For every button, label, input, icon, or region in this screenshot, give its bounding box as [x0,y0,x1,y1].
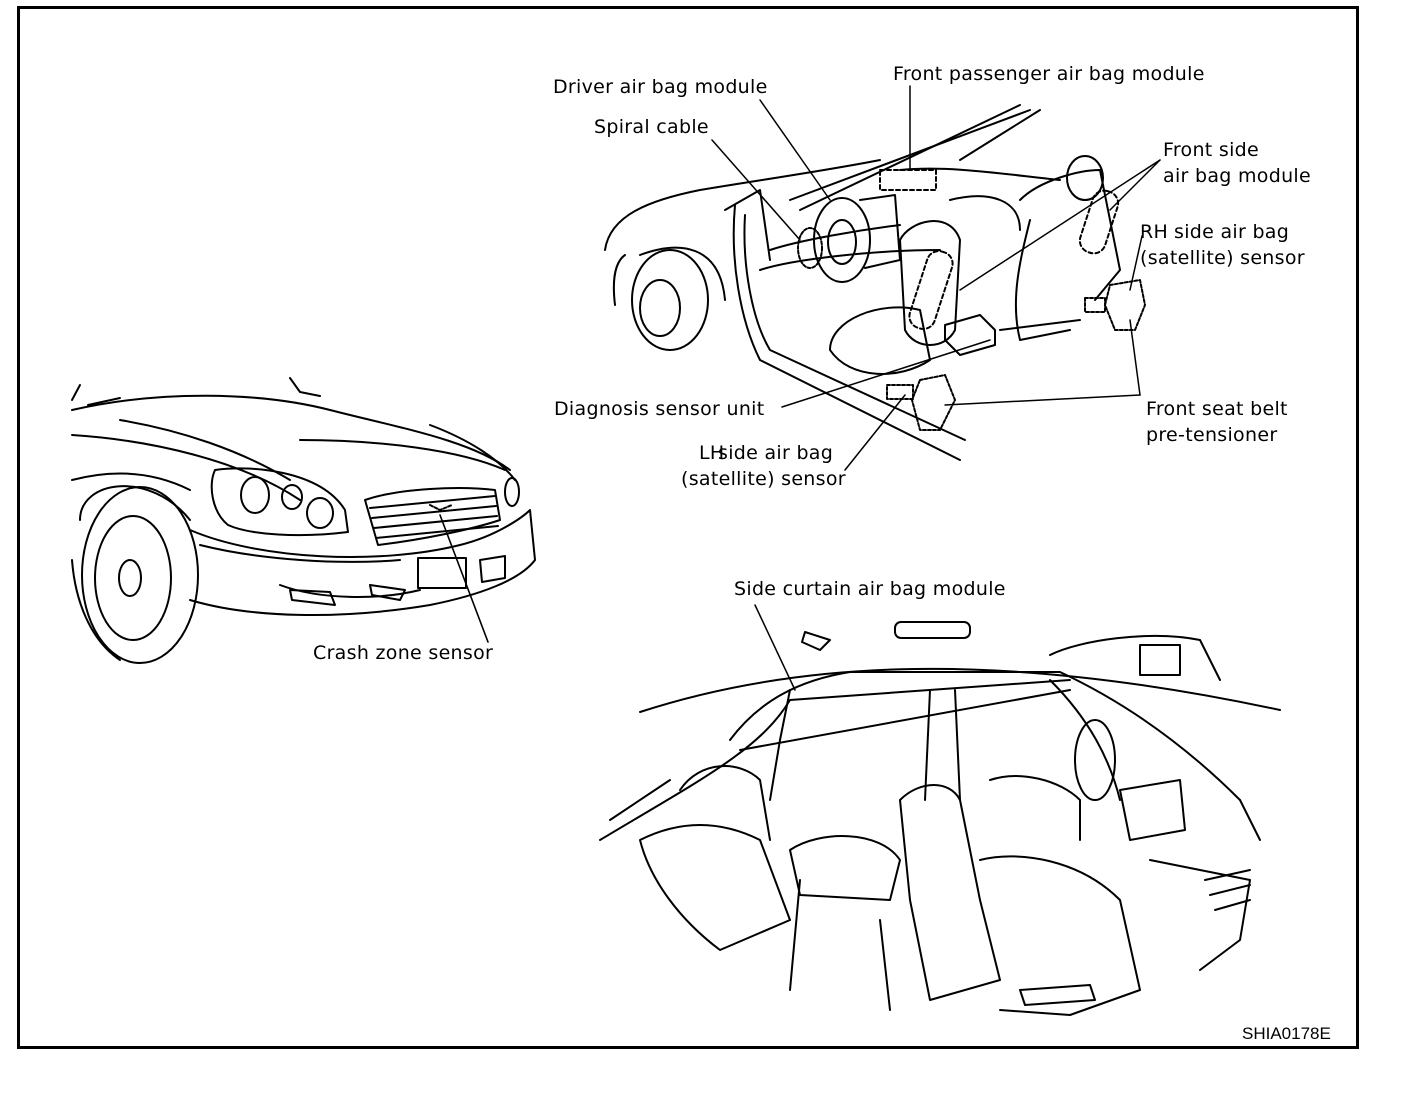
label-lh-side-air-bag-line1: side air bag [718,442,834,464]
label-front-passenger-air-bag-module: Front passenger air bag module [893,63,1205,85]
label-side-curtain-air-bag-module: Side curtain air bag module [734,578,1006,600]
label-front-side-air-bag-module-line1: Front side [1163,139,1260,161]
label-front-side-air-bag-module-line2: air bag module [1163,165,1311,187]
label-spiral-cable: Spiral cable [594,116,709,138]
label-lh-side-air-bag-line2: (satellite) sensor [681,468,846,490]
label-driver-air-bag-module: Driver air bag module [553,76,768,98]
label-lh-prefix: LH [699,442,725,464]
label-rh-side-air-bag-line1: side air bag [1174,221,1290,243]
figure-frame [17,6,1359,1049]
front-exterior-car-illustration [71,377,536,664]
label-diagnosis-sensor-unit: Diagnosis sensor unit [554,398,765,420]
label-front-seat-belt-line2: pre-tensioner [1146,424,1278,446]
figure-code: SHIA0178E [1242,1024,1331,1043]
label-crash-zone-sensor: Crash zone sensor [313,642,494,664]
label-rh-side-air-bag-line2: (satellite) sensor [1140,247,1305,269]
label-front-seat-belt-line1: Front seat belt [1146,398,1288,420]
label-rh-prefix: RH [1140,221,1169,243]
front-cabin-illustration [604,85,1161,471]
cabin-overhead-illustration [599,604,1281,1016]
